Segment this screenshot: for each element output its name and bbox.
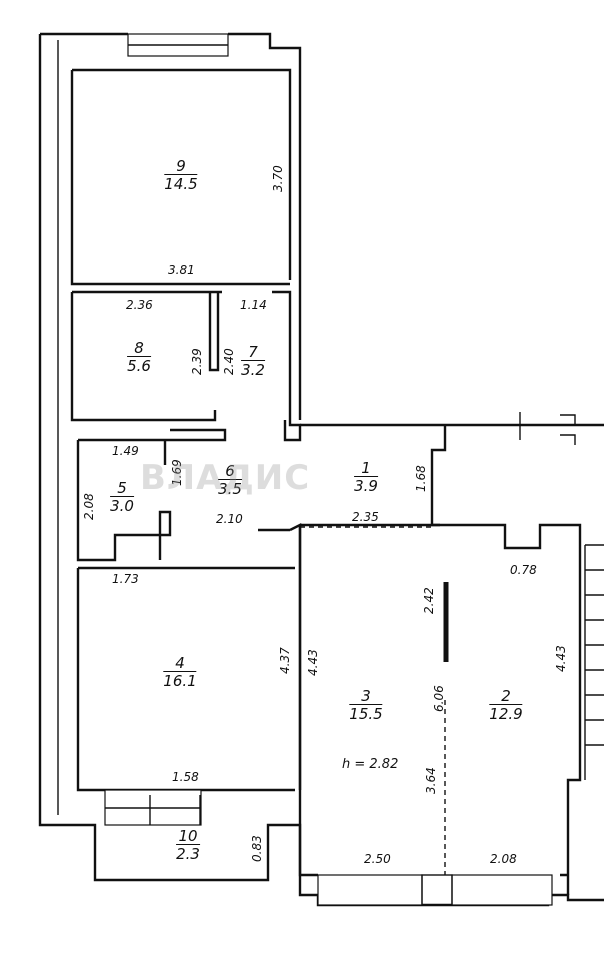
- dim-1-14: 1.14: [240, 298, 267, 312]
- stairs: [584, 544, 604, 780]
- dim-1-73: 1.73: [112, 572, 139, 586]
- dim-2-08-left: 2.08: [82, 493, 96, 520]
- dim-2-10: 2.10: [216, 512, 243, 526]
- dim-3-64: 3.64: [424, 767, 438, 794]
- dim-3-70: 3.70: [271, 165, 285, 192]
- dim-2-36: 2.36: [126, 298, 153, 312]
- dim-1-68: 1.68: [414, 465, 428, 492]
- window-room-3: [317, 874, 423, 906]
- divider-3-2: [300, 526, 446, 875]
- room-5-walls: [76, 428, 227, 562]
- room-4-walls: [76, 523, 302, 792]
- dim-2-39: 2.39: [190, 348, 204, 375]
- dim-2-42: 2.42: [422, 587, 436, 614]
- dim-2-35: 2.35: [352, 510, 379, 524]
- dim-1-49: 1.49: [112, 444, 139, 458]
- dim-2-08-bottom: 2.08: [490, 852, 517, 866]
- dim-2-40: 2.40: [222, 348, 236, 375]
- room-3-2-walls: [298, 523, 582, 895]
- corridor-wall: [300, 423, 604, 527]
- dim-2-50: 2.50: [364, 852, 391, 866]
- dim-1-58: 1.58: [172, 770, 199, 784]
- ceiling-height: h = 2.82: [342, 757, 399, 772]
- room-10-balcony: [94, 795, 269, 880]
- dim-6-06: 6.06: [432, 685, 446, 712]
- watermark: ВЛАДИС: [140, 458, 311, 498]
- dim-0-78: 0.78: [510, 563, 537, 577]
- dim-0-83: 0.83: [250, 835, 264, 862]
- outer-wall: [38, 32, 604, 907]
- room-9-walls: [70, 68, 292, 286]
- dim-4-43-right: 4.43: [554, 645, 568, 672]
- window-room-2: [451, 874, 553, 906]
- dim-3-81: 3.81: [168, 263, 195, 277]
- room-8-walls: [70, 290, 302, 442]
- dim-4-37: 4.37: [278, 647, 292, 674]
- dim-4-43-left: 4.43: [306, 649, 320, 676]
